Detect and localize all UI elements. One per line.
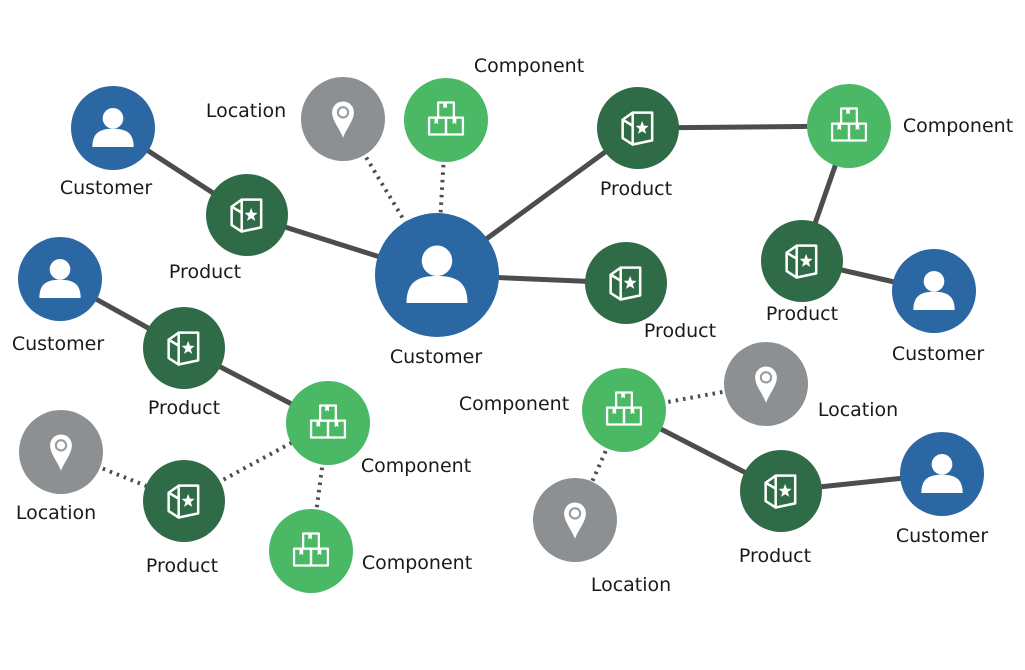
location-label: Location <box>206 100 286 122</box>
node-customer-c_mid_left <box>18 237 102 321</box>
product-node-circle <box>143 307 225 389</box>
node-component-comp_bottom_left <box>269 509 353 593</box>
product-label: Product <box>600 178 672 200</box>
node-location-loc_mid_right <box>724 342 808 426</box>
product-node-circle <box>740 450 822 532</box>
location-label: Location <box>16 502 96 524</box>
product-node-circle <box>585 242 667 324</box>
node-product-p_mid_left <box>143 307 225 389</box>
nodes <box>18 77 984 593</box>
labels: CustomerProductLocationComponentCustomer… <box>12 55 1013 596</box>
customer-label: Customer <box>892 343 984 365</box>
node-customer-c_top_left <box>71 86 155 170</box>
product-label: Product <box>644 320 716 342</box>
component-label: Component <box>474 55 584 77</box>
product-label: Product <box>148 397 220 419</box>
node-component-comp_top_right <box>807 84 891 168</box>
customer-label: Customer <box>60 177 152 199</box>
product-node-circle <box>206 174 288 256</box>
node-product-p_bottom_left <box>143 460 225 542</box>
edge-dotted-comp_bottom_right-loc_bottom <box>573 409 626 521</box>
component-label: Component <box>459 393 569 415</box>
node-product-p_mid_right <box>585 242 667 324</box>
product-node-circle <box>597 87 679 169</box>
customer-label: Customer <box>12 333 104 355</box>
node-customer-c_bottom_right <box>900 432 984 516</box>
node-component-comp_bottom_right <box>582 368 666 452</box>
product-node-circle <box>143 460 225 542</box>
node-product-p_right <box>761 220 843 302</box>
node-location-loc_bottom_left <box>19 410 103 494</box>
location-label: Location <box>818 399 898 421</box>
location-label: Location <box>591 574 671 596</box>
node-product-p_top_right <box>597 87 679 169</box>
product-label: Product <box>766 303 838 325</box>
node-location-loc_bottom <box>533 478 617 562</box>
node-product-p_bottom_right <box>740 450 822 532</box>
product-label: Product <box>169 261 241 283</box>
product-node-circle <box>761 220 843 302</box>
node-component-comp_mid_left <box>286 381 370 465</box>
node-component-comp_top <box>404 78 488 162</box>
component-label: Component <box>903 115 1013 137</box>
node-customer-c_right <box>892 249 976 333</box>
component-label: Component <box>362 552 472 574</box>
product-label: Product <box>146 555 218 577</box>
node-product-p_top_left <box>206 174 288 256</box>
node-customer-c_center <box>375 213 499 337</box>
customer-label: Customer <box>390 346 482 368</box>
customer-label: Customer <box>896 525 988 547</box>
component-label: Component <box>361 455 471 477</box>
node-location-loc_top <box>301 77 385 161</box>
product-label: Product <box>739 545 811 567</box>
